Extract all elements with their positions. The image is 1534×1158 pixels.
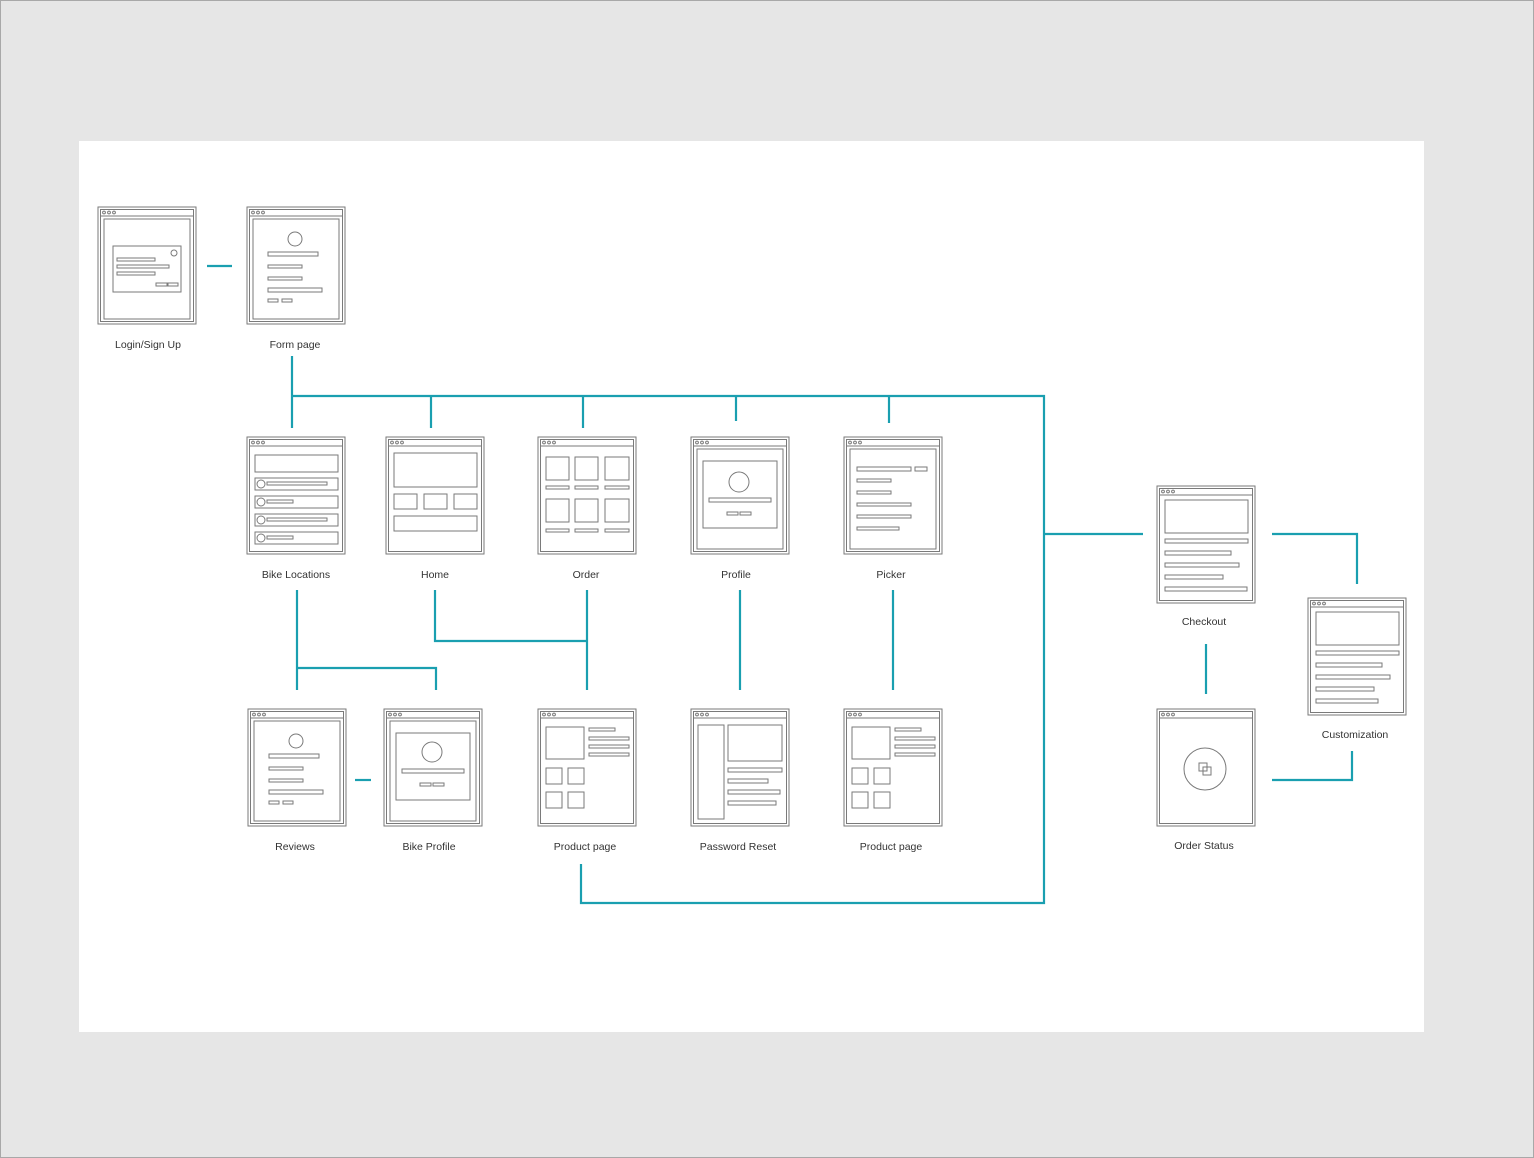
label-login: Login/Sign Up bbox=[115, 339, 181, 351]
connector-checkout-customization bbox=[1272, 532, 1359, 584]
wireframe-profile[interactable] bbox=[690, 436, 790, 555]
wireframe-product-page-2[interactable] bbox=[843, 708, 943, 827]
wireframe-product-page-1[interactable] bbox=[537, 708, 637, 827]
label-customization: Customization bbox=[1321, 729, 1389, 741]
label-order-status: Order Status bbox=[1174, 840, 1234, 852]
wireframe-checkout[interactable] bbox=[1156, 485, 1256, 604]
label-product-page-2: Product page bbox=[859, 841, 923, 853]
label-form-page: Form page bbox=[269, 339, 321, 351]
wireframe-picker[interactable] bbox=[843, 436, 943, 555]
connector-bikelocations-bikeprofile bbox=[297, 666, 438, 690]
wireframes bbox=[97, 206, 1407, 827]
label-bike-profile: Bike Profile bbox=[402, 841, 456, 853]
wireframe-login[interactable] bbox=[97, 206, 197, 325]
wireframe-form-page[interactable] bbox=[246, 206, 346, 325]
connector-orderstatus-customization bbox=[1272, 751, 1354, 782]
wireframe-reviews[interactable] bbox=[247, 708, 347, 827]
wireframe-home[interactable] bbox=[385, 436, 485, 555]
label-checkout: Checkout bbox=[1181, 616, 1227, 628]
label-product-page-1: Product page bbox=[553, 841, 617, 853]
wireframe-order-status[interactable] bbox=[1156, 708, 1256, 827]
label-bike-locations: Bike Locations bbox=[261, 569, 331, 581]
label-profile: Profile bbox=[721, 569, 751, 581]
label-home: Home bbox=[420, 569, 449, 581]
label-password-reset: Password Reset bbox=[699, 841, 777, 853]
wireframe-password-reset[interactable] bbox=[690, 708, 790, 827]
wireframe-customization[interactable] bbox=[1307, 597, 1407, 716]
label-reviews: Reviews bbox=[275, 841, 315, 853]
connector-top-bus bbox=[292, 394, 1046, 905]
wireframe-bike-locations[interactable] bbox=[246, 436, 346, 555]
label-order: Order bbox=[572, 569, 600, 581]
label-picker: Picker bbox=[876, 569, 906, 581]
connectors bbox=[207, 264, 1359, 905]
wireframe-bike-profile[interactable] bbox=[383, 708, 483, 827]
connector-home-order bbox=[433, 590, 587, 643]
wireframe-order[interactable] bbox=[537, 436, 637, 555]
